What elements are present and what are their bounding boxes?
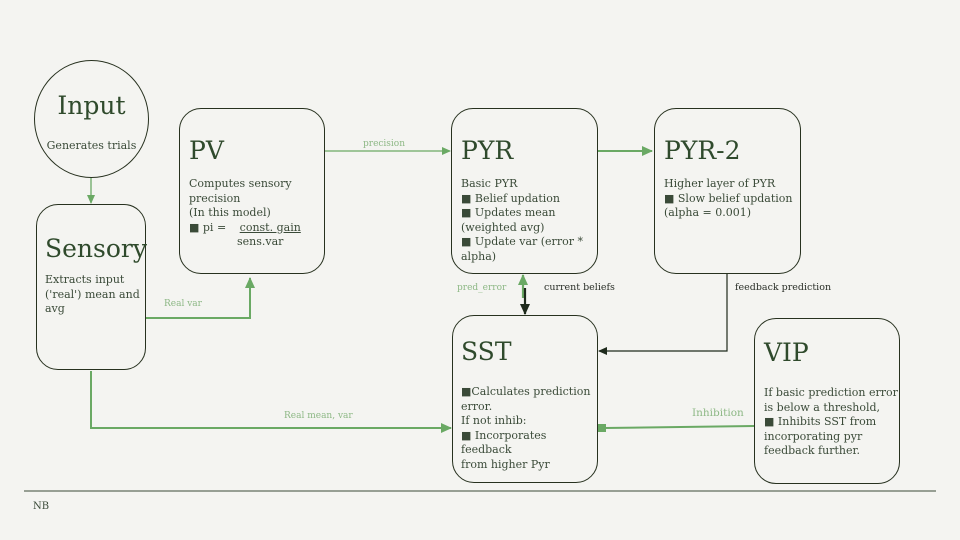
node-input-title: Input — [57, 91, 126, 120]
node-vip[interactable]: VIP If basic prediction error is below a… — [754, 318, 900, 484]
node-pyr-title: PYR — [461, 136, 514, 165]
node-pv-line: Computes sensory — [189, 177, 292, 190]
node-pyr-line: Basic PYR — [461, 177, 518, 190]
node-sst-line: ■Calculates prediction — [461, 385, 591, 398]
node-pyr2-line: ■ Slow belief updation — [664, 191, 793, 205]
node-pyr2-desc: Higher layer of PYR ■ Slow belief updati… — [664, 177, 798, 221]
footer-note: NB — [33, 501, 50, 512]
node-pv-line: (In this model) — [189, 206, 271, 219]
edge-label-feedback-prediction: feedback prediction — [735, 282, 832, 293]
node-sensory-desc: Extracts input ('real') mean and avg — [45, 273, 140, 315]
node-sst-line: error. — [461, 399, 493, 413]
node-pv-line: precision — [189, 191, 241, 205]
edge-sensory-pv — [146, 277, 255, 319]
edge-label-current-beliefs: current beliefs — [544, 282, 615, 293]
inhibition-head-icon — [598, 424, 606, 432]
node-pyr2-line: (alpha = 0.001) — [664, 206, 752, 219]
node-pyr2[interactable]: PYR-2 Higher layer of PYR ■ Slow belief … — [654, 108, 801, 274]
node-pyr-line: alpha) — [461, 249, 497, 263]
node-vip-line: is below a threshold, — [764, 400, 880, 414]
node-sst-desc: ■Calculates prediction error. If not inh… — [461, 385, 595, 472]
node-sst-title: SST — [461, 337, 512, 366]
node-sst-line: If not inhib: — [461, 414, 527, 427]
node-pyr-line: ■ Updates mean — [461, 206, 556, 219]
node-vip-line: ■ Inhibits SST from — [764, 415, 877, 428]
node-sst-line: from higher Pyr — [461, 457, 550, 471]
node-sst[interactable]: SST ■Calculates prediction error. If not… — [452, 315, 598, 483]
node-pyr2-line: Higher layer of PYR — [664, 177, 776, 190]
node-pv-formula: ■ pi = const. gain — [189, 221, 319, 236]
node-input[interactable]: Input Generates trials — [34, 60, 149, 178]
edge-vip-sst — [603, 425, 755, 429]
edge-label-inhibition: Inhibition — [692, 407, 744, 419]
formula-denominator: sens.var — [237, 235, 284, 248]
node-vip-line: incorporating pyr — [764, 429, 863, 443]
node-pyr[interactable]: PYR Basic PYR ■ Belief updation ■ Update… — [451, 108, 598, 274]
node-sensory[interactable]: Sensory Extracts input ('real') mean and… — [36, 204, 147, 370]
node-pv-title: PV — [189, 136, 224, 165]
node-pyr-line: (weighted avg) — [461, 220, 545, 234]
node-pv[interactable]: PV Computes sensory precision (In this m… — [179, 108, 325, 274]
node-pv-desc: Computes sensory precision (In this mode… — [189, 177, 319, 250]
edge-pyr2-sst — [598, 274, 728, 355]
node-sst-line: ■ Incorporates feedback — [461, 428, 547, 457]
edge-label-precision: precision — [363, 139, 406, 149]
edge-label-pred-error: pred_error — [457, 283, 507, 293]
edge-sensory-sst — [90, 371, 452, 433]
node-vip-line: feedback further. — [764, 444, 861, 457]
edge-label-real-mean-var: Real mean, var — [284, 411, 353, 421]
node-vip-desc: If basic prediction error is below a thr… — [764, 386, 898, 459]
node-sensory-title: Sensory — [45, 234, 147, 263]
node-pyr-line: ■ Belief updation — [461, 191, 560, 205]
node-pyr-line: ■ Update var (error * — [461, 235, 583, 248]
formula-prefix: ■ pi = — [189, 220, 227, 234]
node-vip-line: If basic prediction error — [764, 386, 898, 399]
node-pyr-desc: Basic PYR ■ Belief updation ■ Updates me… — [461, 177, 595, 264]
node-vip-title: VIP — [764, 338, 809, 367]
edge-label-real-var: Real var — [164, 299, 202, 309]
node-input-desc: Generates trials — [46, 139, 137, 152]
node-pyr2-title: PYR-2 — [664, 136, 741, 165]
formula-numerator: const. gain — [239, 220, 301, 234]
